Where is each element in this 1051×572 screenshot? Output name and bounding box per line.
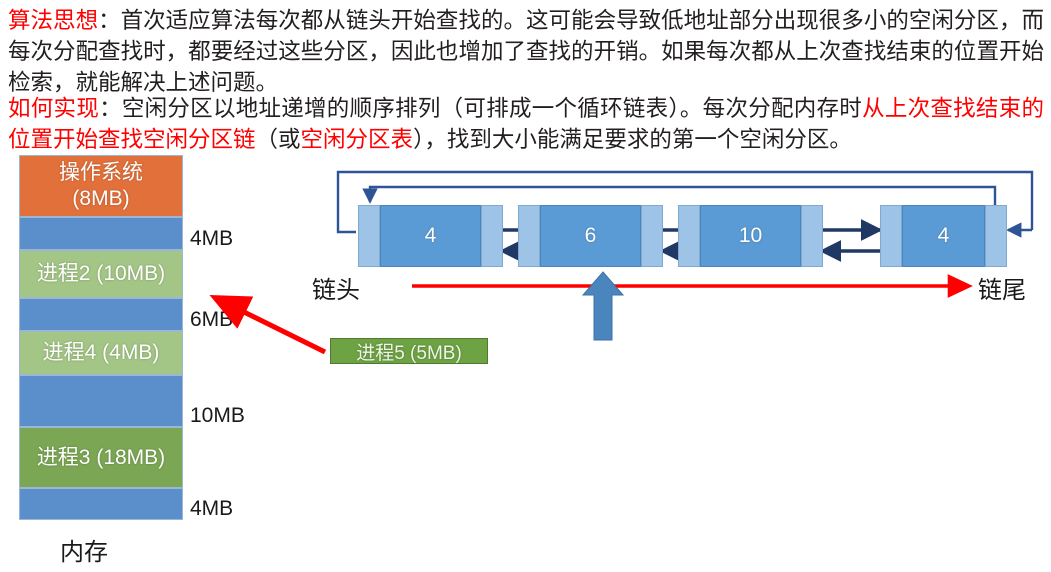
node-prev-pointer bbox=[880, 205, 902, 267]
memory-block-used: 进程2 (10MB) bbox=[19, 250, 183, 298]
memory-block-free bbox=[19, 375, 183, 427]
text-run-emphasis: 算法思想 bbox=[8, 8, 99, 33]
text-run-body: ），找到大小能满足要求的第一个空闲分区。 bbox=[413, 127, 852, 152]
node-prev-pointer bbox=[678, 205, 700, 267]
paragraph-how-to-implement: 如何实现：空闲分区以地址递增的顺序排列（可排成一个循环链表）。每次分配内存时从上… bbox=[8, 93, 1044, 155]
memory-block-used: 进程3 (18MB) bbox=[19, 427, 183, 488]
memory-block-free bbox=[19, 298, 183, 331]
node-next-pointer bbox=[641, 205, 663, 267]
text-run-body: ：空闲分区以地址递增的顺序排列（可排成一个循环链表）。每次分配内存时 bbox=[99, 96, 863, 121]
node-next-pointer bbox=[801, 205, 823, 267]
memory-block-label: 操作系统 bbox=[59, 161, 143, 184]
node-prev-pointer bbox=[358, 205, 380, 267]
list-tail-label: 链尾 bbox=[978, 278, 1026, 304]
linked-list-node: 10 bbox=[678, 205, 823, 267]
text-run-emphasis: 空闲分区链 bbox=[143, 127, 256, 152]
node-next-pointer bbox=[985, 205, 1007, 267]
process5-tag: 进程5 (5MB) bbox=[330, 338, 488, 364]
memory-block-label: 进程2 (10MB) bbox=[36, 262, 166, 285]
memory-block-free bbox=[19, 217, 183, 250]
linked-list-node: 4 bbox=[358, 205, 503, 267]
free-partition-size-label: 4MB bbox=[190, 497, 234, 520]
text-run-emphasis: 如何实现 bbox=[8, 96, 100, 121]
free-partition-size-label: 6MB bbox=[190, 308, 234, 331]
memory-block-label: 进程4 (4MB) bbox=[42, 341, 160, 364]
linked-list-node: 4 bbox=[880, 205, 1007, 267]
node-value: 6 bbox=[540, 205, 641, 267]
memory-block-sublabel: (8MB) bbox=[72, 187, 130, 210]
text-run-emphasis: 从上次查找结束的位置开始查找 bbox=[8, 96, 1044, 152]
memory-caption: 内存 bbox=[60, 540, 108, 566]
paragraph-algorithm-idea: 算法思想：首次适应算法每次都从链头开始查找的。这可能会导致低地址部分出现很多小的… bbox=[8, 5, 1044, 98]
text-run-body: （或 bbox=[255, 127, 301, 152]
list-head-label: 链头 bbox=[312, 278, 360, 304]
memory-block-label: 进程3 (18MB) bbox=[36, 445, 166, 469]
linked-list-node: 6 bbox=[518, 205, 663, 267]
memory-block-free bbox=[19, 488, 183, 520]
node-next-pointer bbox=[481, 205, 503, 267]
node-value: 4 bbox=[380, 205, 481, 267]
text-run-body: ：首次适应算法每次都从链头开始查找的。这可能会导致低地址部分出现很多小的空闲分区… bbox=[8, 8, 1044, 95]
node-value: 4 bbox=[902, 205, 985, 267]
free-partition-size-label: 10MB bbox=[190, 404, 245, 427]
memory-diagram: 操作系统 (8MB) 进程2 (10MB) 进程4 (4MB) 进程3 (18MB) bbox=[19, 155, 183, 520]
memory-block-used: 进程4 (4MB) bbox=[19, 331, 183, 375]
node-value: 10 bbox=[700, 205, 801, 267]
text-run-emphasis: 空闲分区表 bbox=[300, 127, 414, 152]
memory-block-used: 操作系统 (8MB) bbox=[19, 155, 183, 217]
free-partition-size-label: 4MB bbox=[190, 227, 234, 250]
node-prev-pointer bbox=[518, 205, 540, 267]
